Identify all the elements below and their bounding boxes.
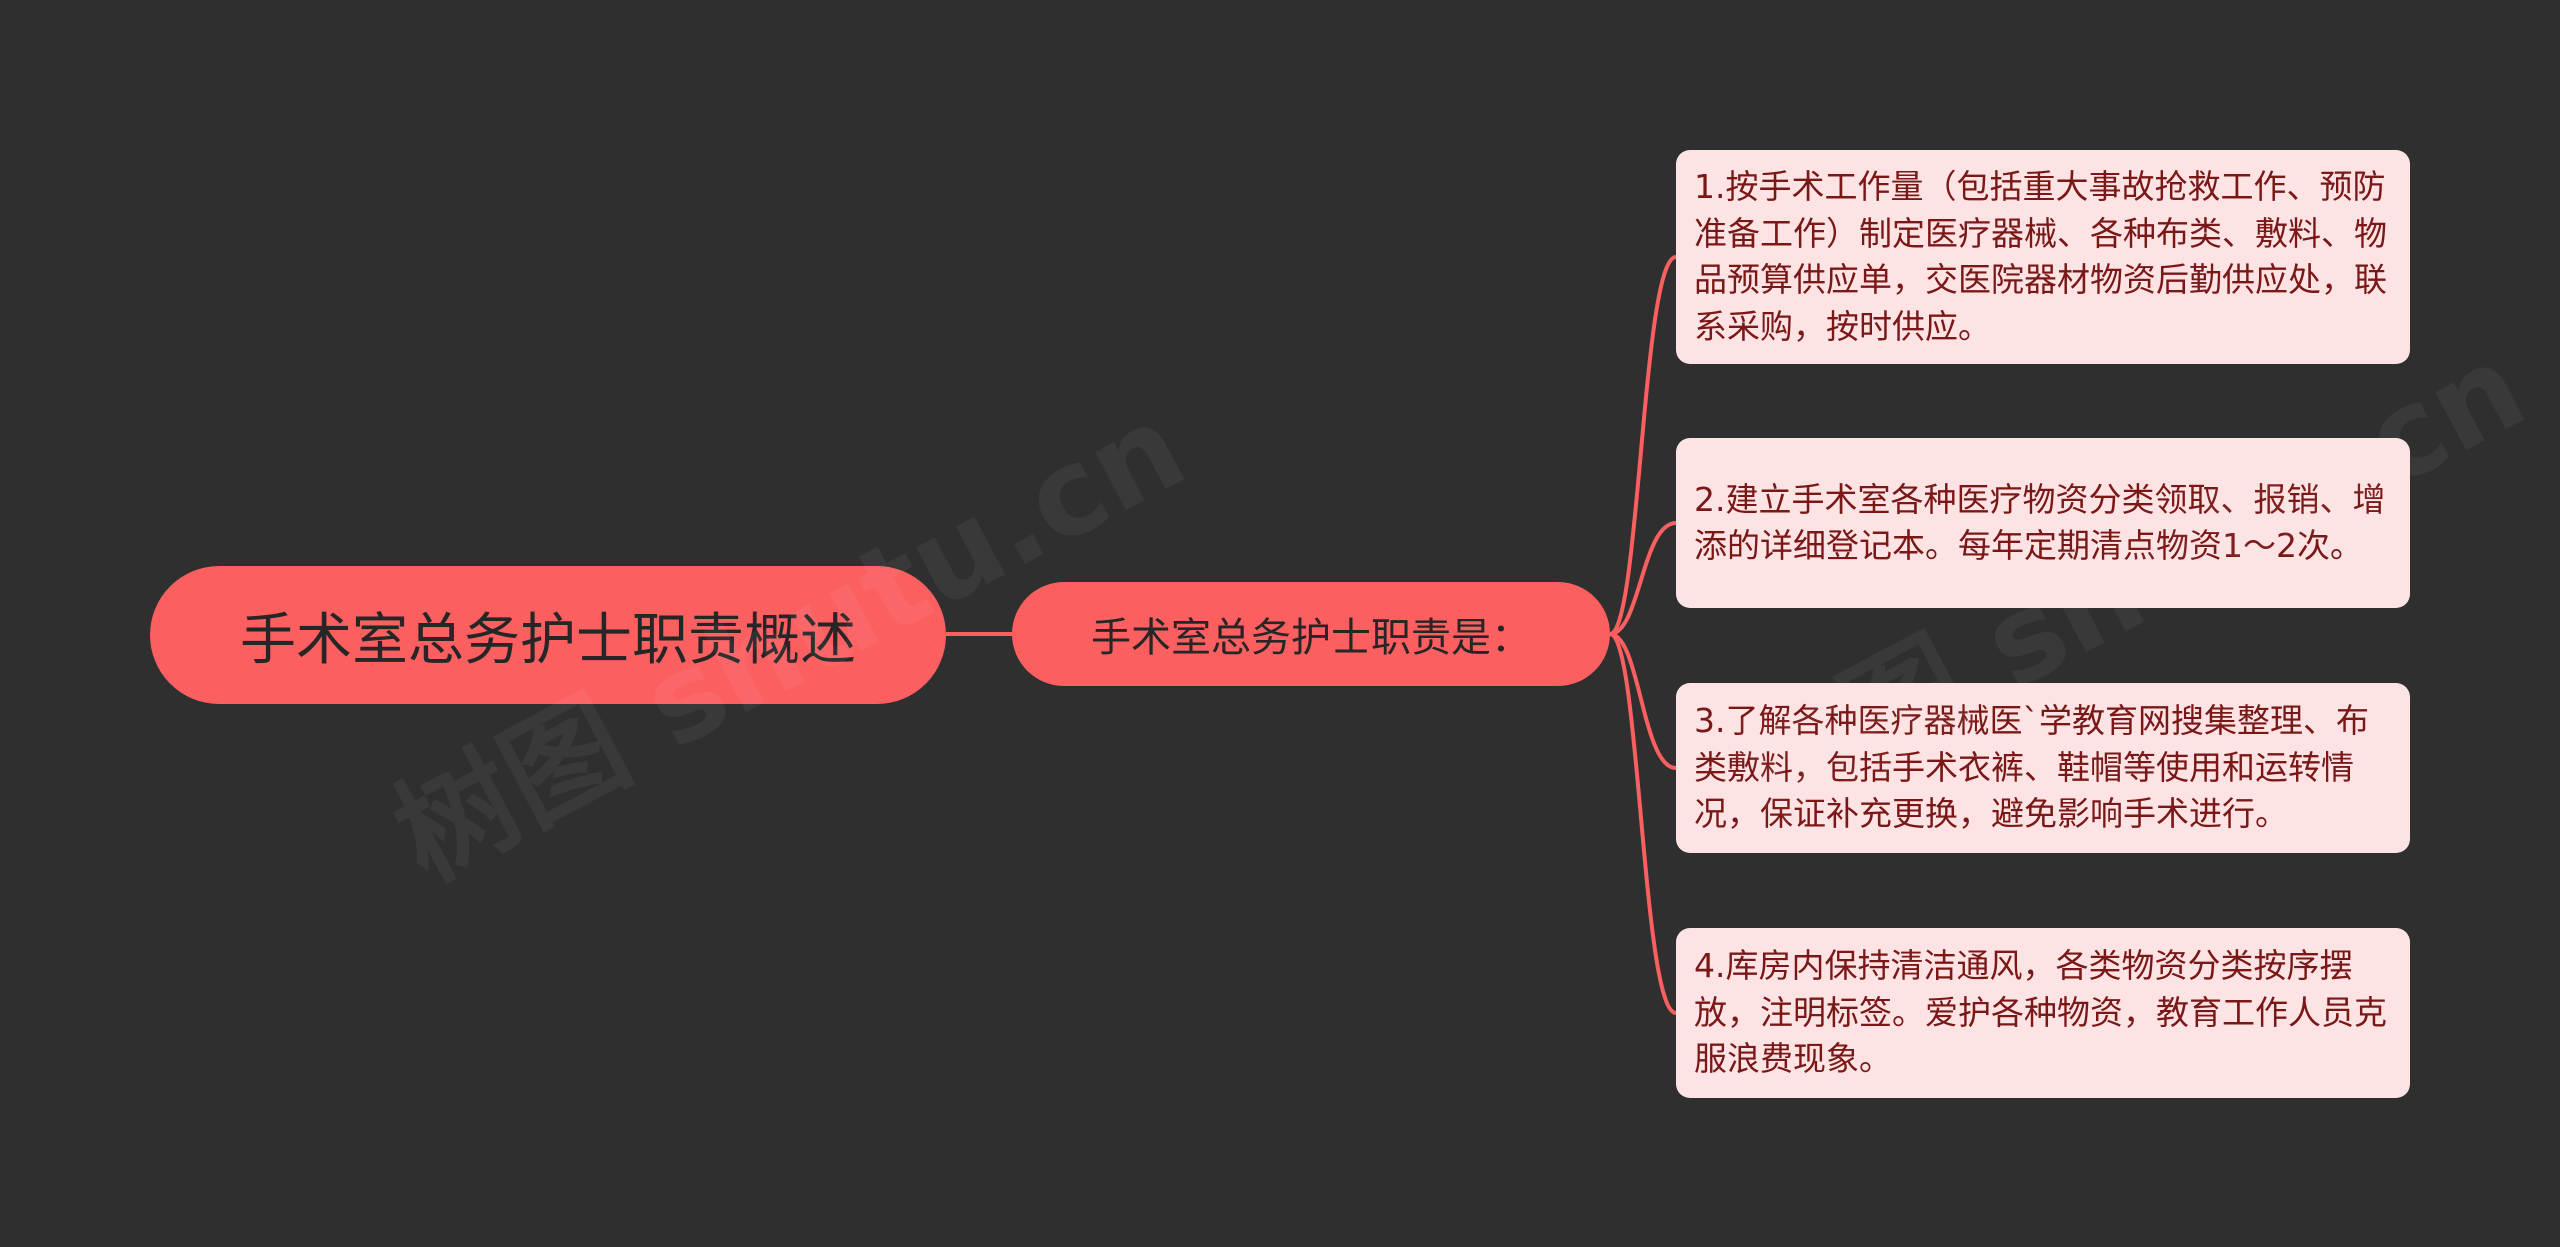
branch-topic-node[interactable]: 手术室总务护士职责是： [1012, 582, 1610, 686]
leaf-topic-label: 1.按手术工作量（包括重大事故抢救工作、预防准备工作）制定医疗器械、各种布类、敷… [1694, 167, 2387, 346]
branch-to-leaf-4-connector [1609, 632, 1677, 1015]
branch-to-leaf-2-connector [1609, 521, 1677, 636]
root-topic-label: 手术室总务护士职责概述 [240, 607, 856, 673]
leaf-topic-label: 4.库房内保持清洁通风，各类物资分类按序摆放，注明标签。爱护各种物资，教育工作人… [1694, 946, 2387, 1079]
leaf-topic-node-3[interactable]: 3.了解各种医疗器械医`学教育网搜集整理、布类敷料，包括手术衣裤、鞋帽等使用和运… [1676, 683, 2410, 853]
branch-to-leaf-1-connector [1609, 255, 1677, 636]
branch-to-leaf-3-connector [1609, 632, 1677, 770]
leaf-topic-label: 3.了解各种医疗器械医`学教育网搜集整理、布类敷料，包括手术衣裤、鞋帽等使用和运… [1694, 701, 2369, 834]
leaf-topic-node-4[interactable]: 4.库房内保持清洁通风，各类物资分类按序摆放，注明标签。爱护各种物资，教育工作人… [1676, 928, 2410, 1098]
branch-topic-label: 手术室总务护士职责是： [1091, 615, 1531, 661]
leaf-topic-node-2[interactable]: 2.建立手术室各种医疗物资分类领取、报销、增添的详细登记本。每年定期清点物资1～… [1676, 438, 2410, 608]
root-topic-node[interactable]: 手术室总务护士职责概述 [150, 566, 946, 704]
leaf-topic-label: 2.建立手术室各种医疗物资分类领取、报销、增添的详细登记本。每年定期清点物资1～… [1694, 479, 2386, 566]
leaf-topic-node-1[interactable]: 1.按手术工作量（包括重大事故抢救工作、预防准备工作）制定医疗器械、各种布类、敷… [1676, 150, 2410, 364]
